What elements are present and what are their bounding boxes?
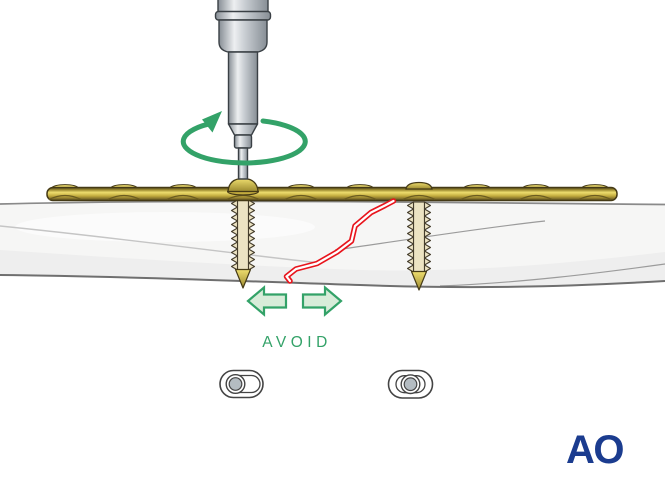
avoid-arrow-left-icon [246,285,288,317]
avoid-label: AVOID [262,334,332,351]
bone-bottom-edge [0,274,665,289]
plate-shaft [46,186,618,202]
bone-contour-left [0,225,321,264]
bone-contour-right [439,263,665,287]
screwdriver-collar [214,10,272,21]
screwdriver-taper [227,123,259,136]
bone-contour-mid [334,220,546,251]
bone-plate [46,184,618,202]
plate-hole [107,194,141,201]
plate-hole [519,194,553,201]
plate-hole [578,194,612,201]
screw-dot [403,377,418,392]
combi-hole-icon-neutral [387,369,434,399]
plate-hole [343,194,377,201]
screw-left-head [226,177,260,196]
rotation-arrow-arc [180,118,308,166]
plate-hole [226,194,260,201]
fracture-line [283,198,397,284]
screw-dot [228,377,243,391]
ao-logo: AO [566,428,623,472]
screwdriver-sleeve [227,51,259,125]
screw-head-low-dome [405,181,433,190]
rotation-arrow-icon [180,111,308,166]
plate-hole [284,194,318,201]
screwdriver [214,0,272,180]
fracture-gap [285,199,395,283]
combi-hole-icon-eccentric [219,369,264,399]
plate-hole [460,194,494,201]
rotation-arrow-head [202,111,222,133]
plate-hole [166,194,200,201]
bone [0,200,665,289]
bone-highlight [15,212,315,242]
screw-head-dome [227,177,259,193]
avoid-arrow-right-icon [301,285,343,317]
plate-hole [402,194,436,201]
screwdriver-barrel [218,19,268,53]
plate-hole [48,194,82,201]
screwdriver-hub [233,134,253,149]
avoid-annotation: AVOID [246,285,343,351]
screw-right-head [405,181,433,190]
bone-top-edge [0,200,665,206]
